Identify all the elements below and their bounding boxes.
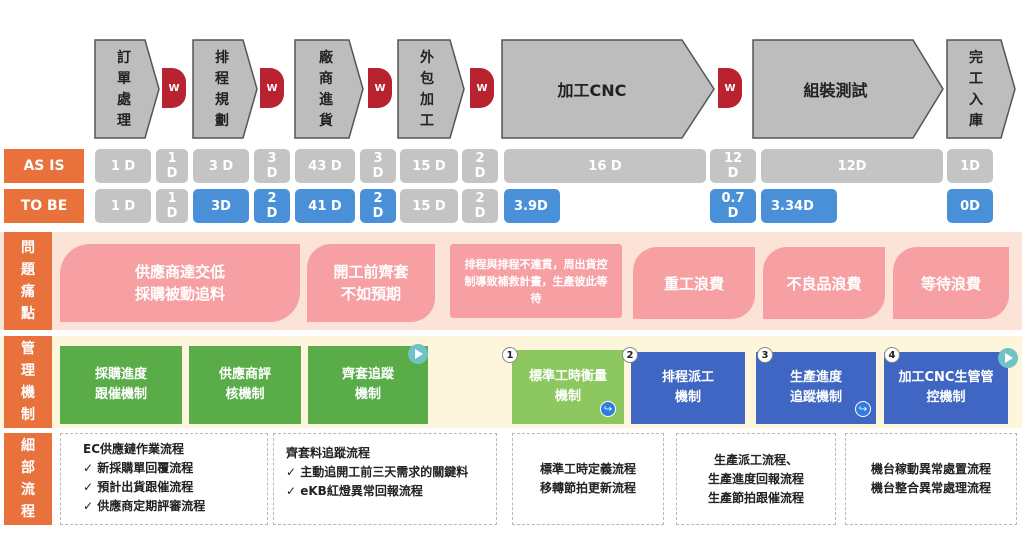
process-step-cnc: 加工CNC [501, 39, 715, 139]
details-label-text: 細部流程 [21, 438, 35, 520]
as-is-cell: 1 D [95, 149, 151, 183]
to-be-label: TO BE [4, 189, 84, 223]
wait-marker: W [470, 68, 494, 108]
process-step-label: 訂單處理 [117, 50, 131, 129]
link-icon[interactable]: ↪ [600, 401, 616, 417]
as-is-cell: 12D [761, 149, 943, 183]
detail-item: ✓ 新採購單回覆流程 [83, 461, 194, 475]
process-step-order: 訂單處理 [94, 39, 160, 139]
problem-item: 不良品浪費 [763, 247, 885, 319]
mechanism-standard-time: 標準工時衡量 機制 [512, 350, 624, 424]
problem-item: 排程與排程不連貫，周出貨控制導致補救計畫，生產彼此等待 [450, 244, 622, 318]
process-step-label: 加工CNC [557, 81, 627, 100]
as-is-cell: 3 D [360, 149, 396, 183]
detail-item: ✓ eKB紅燈異常回報流程 [286, 484, 423, 498]
detail-item: 生產節拍跟催流程 [707, 490, 804, 505]
detail-item: 生產進度回報流程 [707, 471, 804, 486]
to-be-cell: 41 D [295, 189, 355, 223]
arrow-shape [501, 39, 715, 139]
process-step-scheduling: 排程規劃 [192, 39, 258, 139]
problem-item: 供應商達交低 採購被動追料 [60, 244, 300, 322]
process-step-outsourcing: 外包加工 [397, 39, 465, 139]
step-number-badge: 2 [622, 347, 638, 363]
problem-item: 等待浪費 [893, 247, 1009, 319]
detail-box-machine: 機台稼動異常處置流程 機台整合異常處理流程 [845, 433, 1017, 525]
process-step-label: 廠商進貨 [319, 50, 333, 129]
detail-item: ✓ 供應商定期評審流程 [83, 499, 206, 513]
as-is-cell: 1D [947, 149, 993, 183]
detail-item: 機台稼動異常處置流程 [870, 462, 991, 476]
step-number-badge: 4 [884, 347, 900, 363]
arrow-shape [397, 39, 465, 139]
process-step-assembly-test: 組裝測試 [752, 39, 944, 139]
detail-item: 生產派工流程、 [713, 452, 798, 467]
mechanism-scheduling-dispatch: 排程派工 機制 [631, 352, 745, 424]
as-is-cell: 16 D [504, 149, 706, 183]
arrow-shape [752, 39, 944, 139]
arrow-shape [94, 39, 160, 139]
to-be-cell: 0D [947, 189, 993, 223]
arrow-shape [946, 39, 1016, 139]
mechanism-vendor-evaluation: 供應商評 核機制 [189, 346, 301, 424]
mechanism-kit-tracking: 齊套追蹤 機制 [308, 346, 428, 424]
process-step-label: 組裝測試 [803, 81, 868, 100]
process-step-label: 完工入庫 [969, 50, 983, 129]
as-is-cell: 43 D [295, 149, 355, 183]
as-is-label: AS IS [4, 149, 84, 183]
as-is-cell: 1 D [156, 149, 188, 183]
to-be-cell: 1 D [156, 189, 188, 223]
detail-box-standard-time: 標準工時定義流程 移轉節拍更新流程 [512, 433, 664, 525]
link-icon[interactable]: ↪ [855, 401, 871, 417]
process-step-vendor-receiving: 廠商進貨 [294, 39, 364, 139]
as-is-cell: 3 D [254, 149, 290, 183]
as-is-cell: 15 D [400, 149, 458, 183]
mechanisms-label: 管理機制 [4, 336, 52, 428]
wait-marker: W [368, 68, 392, 108]
detail-box-kit-tracking: 齊套料追蹤流程 ✓ 主動追開工前三天需求的關鍵料 ✓ eKB紅燈異常回報流程 [273, 433, 497, 525]
problems-label-text: 問題痛點 [21, 240, 35, 322]
arrow-shape [192, 39, 258, 139]
step-number-badge: 1 [502, 347, 518, 363]
arrow-shape [294, 39, 364, 139]
step-number-badge: 3 [757, 347, 773, 363]
to-be-cell: 3.34D [761, 189, 837, 223]
process-step-label: 外包加工 [420, 50, 434, 129]
to-be-cell: 1 D [95, 189, 151, 223]
as-is-cell: 2 D [462, 149, 498, 183]
problems-label: 問題痛點 [4, 232, 52, 330]
detail-box-dispatch: 生產派工流程、 生產進度回報流程 生產節拍跟催流程 [676, 433, 836, 525]
to-be-cell: 3D [193, 189, 249, 223]
mechanism-purchase-followup: 採購進度 跟催機制 [60, 346, 182, 424]
play-icon[interactable] [408, 344, 428, 364]
detail-item: ✓ 預計出貨跟催流程 [83, 480, 194, 494]
detail-item: ✓ 主動追開工前三天需求的關鍵料 [286, 465, 469, 479]
wait-marker: W [260, 68, 284, 108]
play-icon[interactable] [998, 348, 1018, 368]
detail-item: 移轉節拍更新流程 [539, 481, 636, 495]
wait-marker: W [162, 68, 186, 108]
to-be-cell: 0.7 D [710, 189, 756, 223]
detail-item: 標準工時定義流程 [539, 462, 636, 476]
detail-title: 齊套料追蹤流程 [286, 446, 371, 460]
detail-box-supply-chain: EC供應鏈作業流程 ✓ 新採購單回覆流程 ✓ 預計出貨跟催流程 ✓ 供應商定期評… [60, 433, 268, 525]
wait-marker: W [718, 68, 742, 108]
mechanisms-label-text: 管理機制 [21, 341, 35, 423]
as-is-cell: 12 D [710, 149, 756, 183]
detail-item: 機台整合異常處理流程 [870, 481, 991, 495]
to-be-cell: 2 D [360, 189, 396, 223]
to-be-cell: 15 D [400, 189, 458, 223]
to-be-cell: 3.9D [504, 189, 560, 223]
to-be-cell: 2 D [462, 189, 498, 223]
as-is-cell: 3 D [193, 149, 249, 183]
to-be-cell: 2 D [254, 189, 290, 223]
process-step-warehouse-in: 完工入庫 [946, 39, 1016, 139]
problem-item: 重工浪費 [633, 247, 755, 319]
detail-title: EC供應鏈作業流程 [83, 442, 185, 456]
problem-item: 開工前齊套 不如預期 [307, 244, 435, 322]
process-step-label: 排程規劃 [215, 50, 229, 129]
mechanism-cnc-control: 加工CNC生管管 控機制 [884, 352, 1008, 424]
details-label: 細部流程 [4, 433, 52, 525]
